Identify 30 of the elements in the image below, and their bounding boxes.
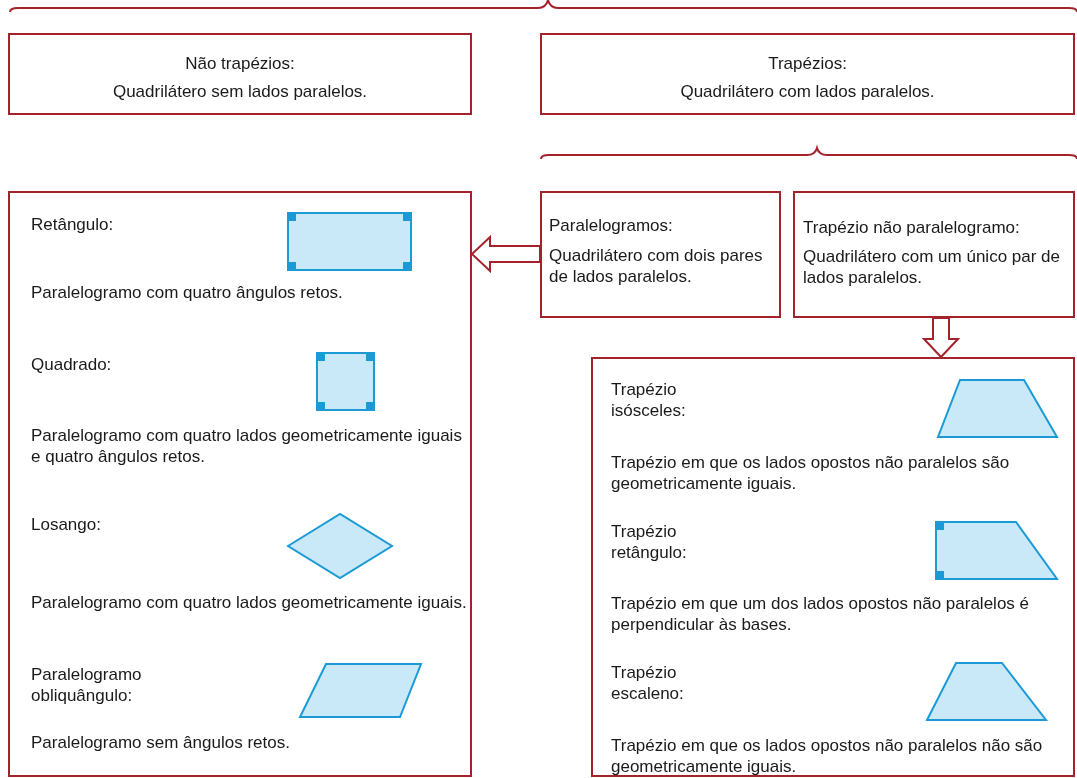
term-label: Quadrado:: [31, 354, 113, 375]
box-text: Quadrilátero com um único par de lados paralelos.: [803, 246, 1062, 288]
term-label: Retângulo:: [31, 214, 115, 235]
arrow: [470, 234, 541, 274]
category-box: [540, 191, 781, 318]
box-title: Trapézio não paralelogramo:: [803, 217, 1021, 238]
category-box: [591, 357, 1075, 777]
definition-text: Paralelogramo com quatro ângulos retos.: [31, 282, 344, 303]
definition-text: Paralelogramo com quatro lados geometricamente iguais e quatro ângulos retos.: [31, 425, 463, 467]
box-title: Paralelogramos:: [549, 215, 674, 236]
arrow: [921, 317, 961, 359]
category-box: [8, 191, 472, 777]
term-label: Trapézio isósceles:: [611, 379, 687, 421]
term-label: Trapézio retângulo:: [611, 521, 688, 563]
box-title: Não trapézios:: [184, 53, 296, 74]
term-label: Trapézio escaleno:: [611, 662, 685, 704]
box-text: Quadrilátero sem lados paralelos.: [111, 81, 369, 102]
category-box: [793, 191, 1075, 318]
definition-text: Trapézio em que um dos lados opostos não paralelos é perpendicular às bases.: [611, 593, 1030, 635]
definition-text: Trapézio em que os lados opostos não paralelos não são geometricamente iguais.: [611, 735, 1044, 777]
box-title: Trapézios:: [767, 53, 848, 74]
box-text: Quadrilátero com lados paralelos.: [679, 81, 936, 102]
category-box: [8, 33, 472, 115]
category-box: [540, 33, 1075, 115]
definition-text: Trapézio em que os lados opostos não paralelos são geometricamente iguais.: [611, 452, 1011, 494]
definition-text: Paralelogramo sem ângulos retos.: [31, 732, 291, 753]
term-label: Losango:: [31, 514, 102, 535]
term-label: Paralelogramo obliquângulo:: [31, 664, 143, 706]
definition-text: Paralelogramo com quatro lados geometricamente iguais.: [31, 592, 467, 613]
box-text: Quadrilátero com dois pares de lados paralelos.: [549, 245, 764, 287]
